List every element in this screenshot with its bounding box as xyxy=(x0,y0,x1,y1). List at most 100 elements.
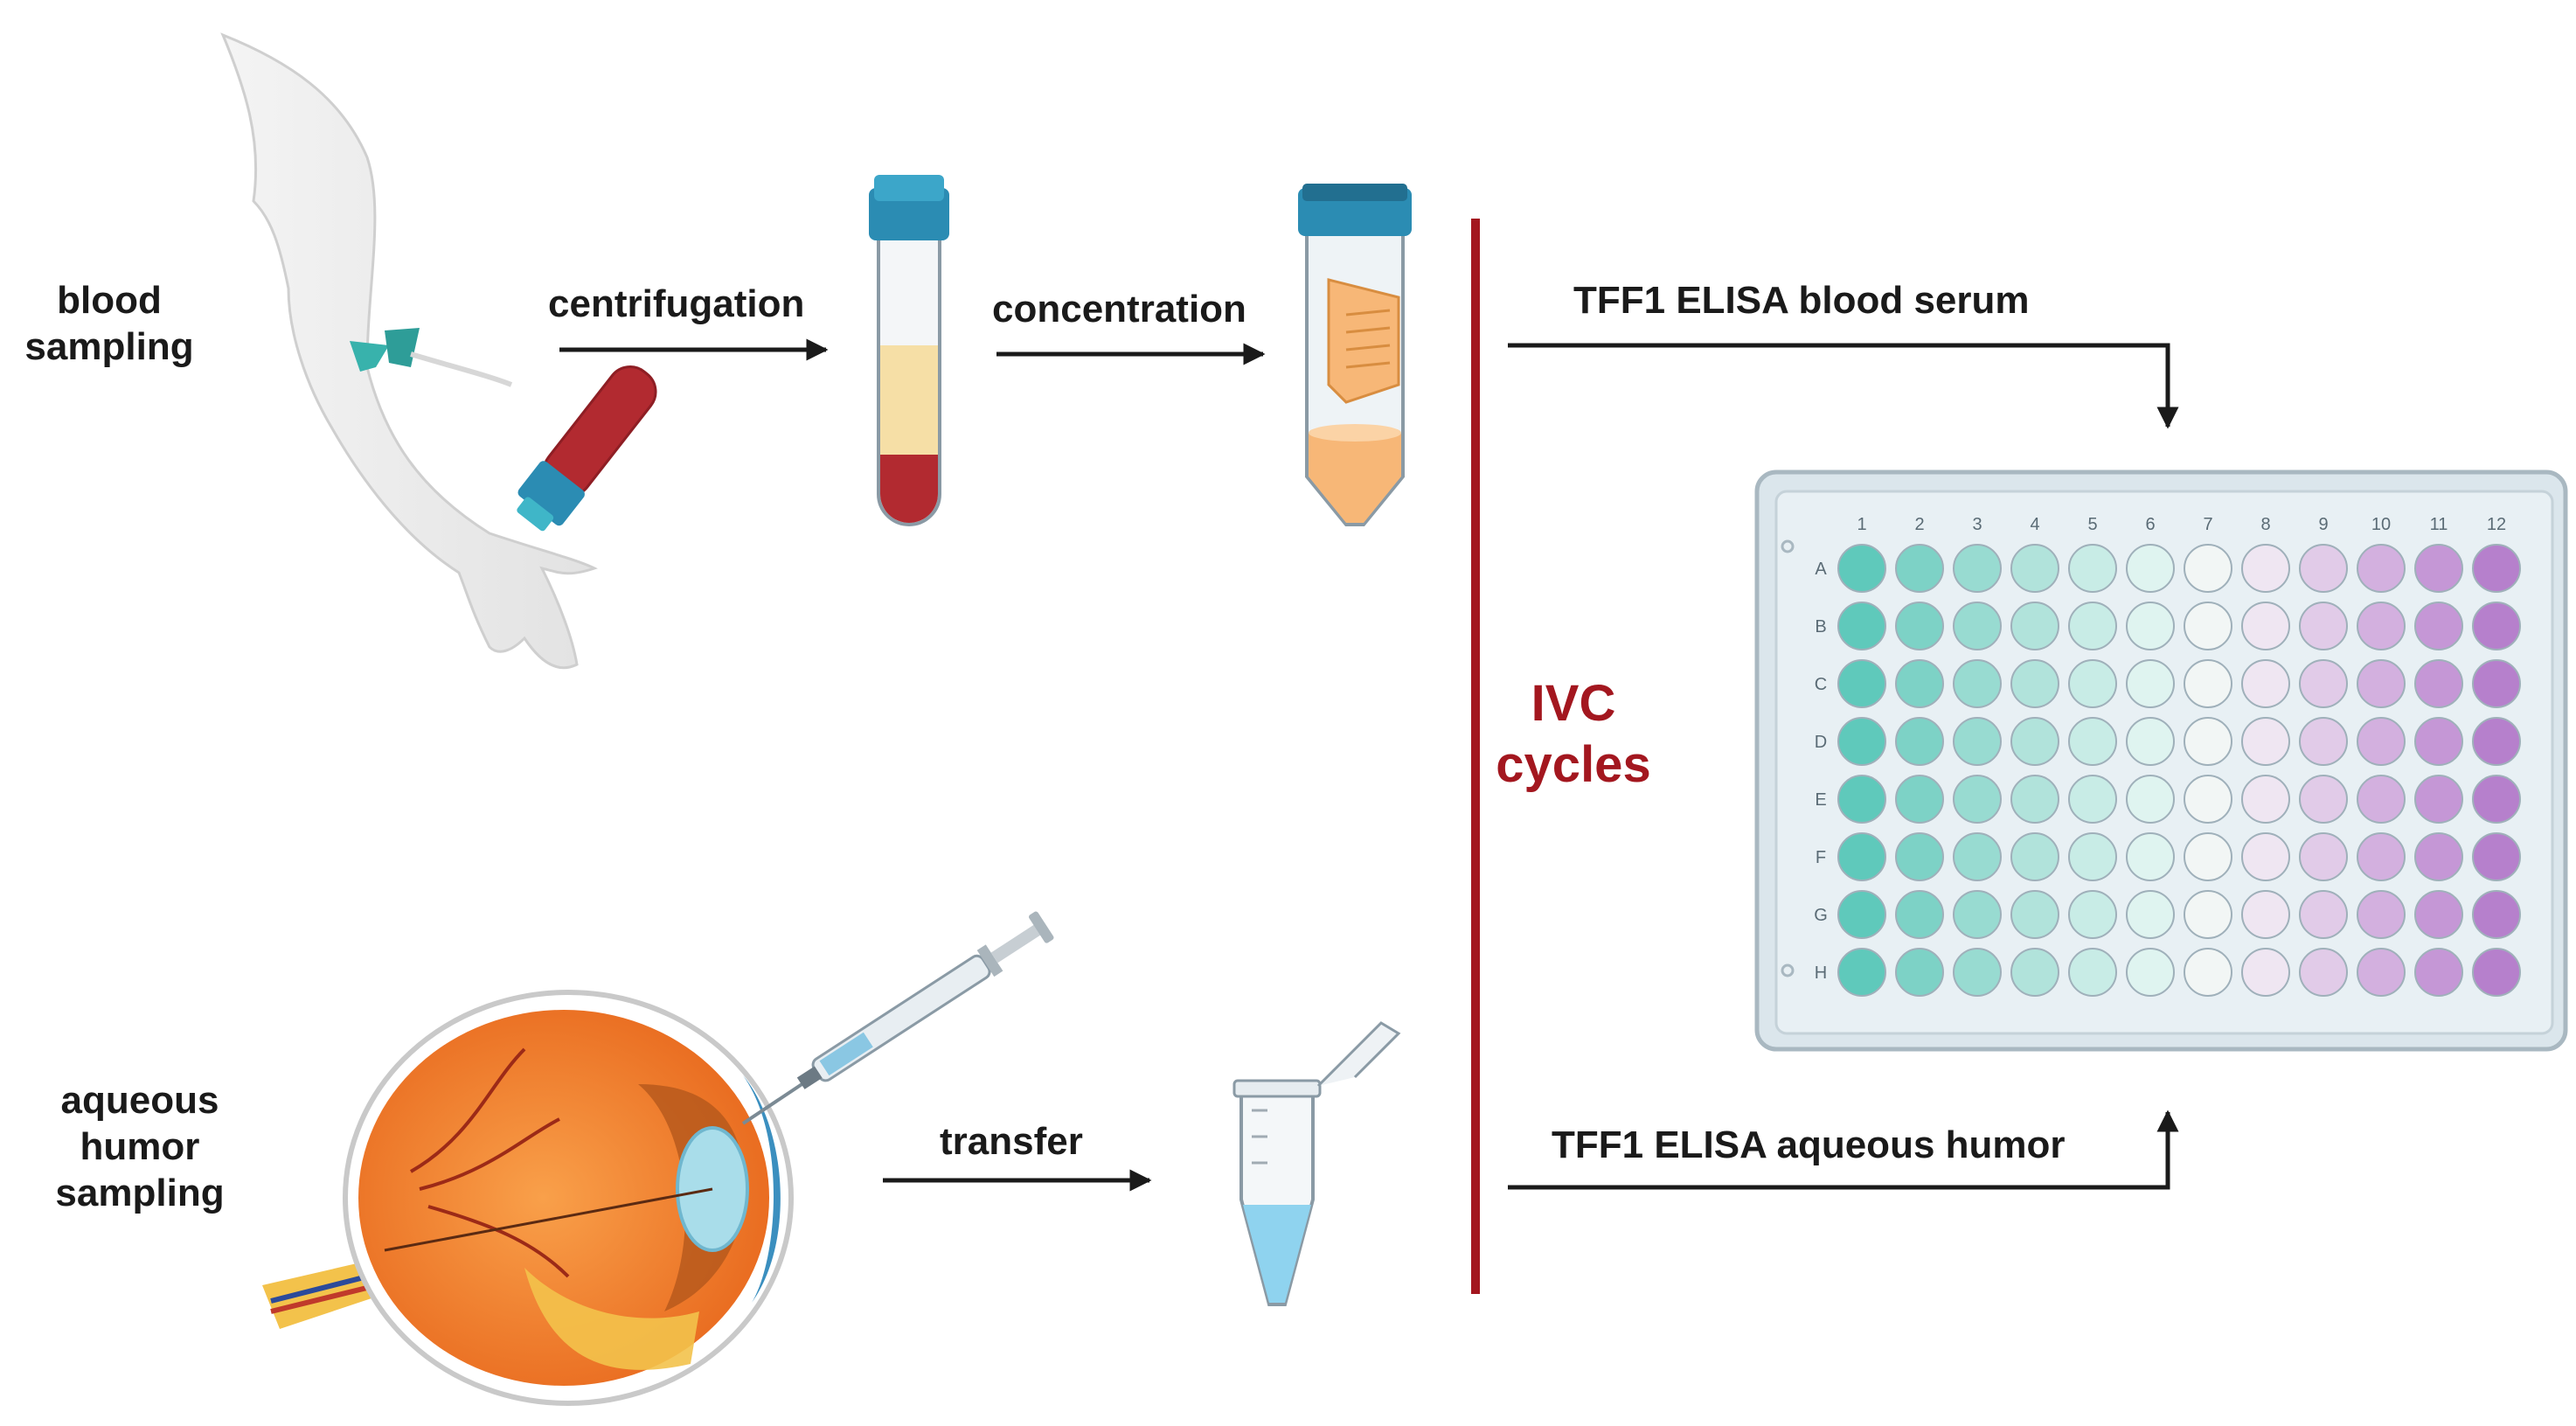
plate-well xyxy=(1953,890,2002,939)
eye-icon xyxy=(262,990,794,1406)
plate-well xyxy=(1895,832,1944,881)
plate-well xyxy=(2299,659,2348,708)
plate-well xyxy=(2472,948,2521,997)
plate-well xyxy=(2126,659,2175,708)
plate-well xyxy=(2184,544,2232,593)
plate-well xyxy=(2472,717,2521,766)
plate-well xyxy=(2414,890,2463,939)
plate-well xyxy=(2414,832,2463,881)
plate-well xyxy=(2299,890,2348,939)
plate-well xyxy=(1837,832,1886,881)
row-label: E xyxy=(1815,790,1826,810)
plate-well xyxy=(2241,948,2290,997)
plate-well xyxy=(2357,717,2406,766)
label-ivc-cycles: IVC cycles xyxy=(1477,673,1670,795)
plate-well xyxy=(2357,775,2406,824)
plate-well xyxy=(1837,659,1886,708)
column-label: 4 xyxy=(2030,515,2039,534)
plate-well xyxy=(2184,602,2232,650)
plate-well xyxy=(2357,659,2406,708)
arrow-elisa-aqueous xyxy=(1508,1109,2179,1190)
plate-well xyxy=(2068,717,2117,766)
plate-well xyxy=(2414,659,2463,708)
plate-well xyxy=(2472,832,2521,881)
row-label: H xyxy=(1815,963,1827,983)
plate-well xyxy=(2241,602,2290,650)
plate-well xyxy=(1953,832,2002,881)
plate-well xyxy=(2299,948,2348,997)
plate-well xyxy=(1837,890,1886,939)
plate-well xyxy=(2184,717,2232,766)
plate-well xyxy=(2241,775,2290,824)
plate-well xyxy=(2472,544,2521,593)
plate-well xyxy=(2184,659,2232,708)
plate-well xyxy=(2010,602,2059,650)
plate-well xyxy=(2184,948,2232,997)
plate-well xyxy=(2010,832,2059,881)
column-label: 8 xyxy=(2260,515,2270,534)
plate-well xyxy=(1895,544,1944,593)
label-ivc-line1: IVC xyxy=(1531,675,1616,732)
column-label: 2 xyxy=(1914,515,1924,534)
plate-well xyxy=(1895,602,1944,650)
plate-well xyxy=(2126,832,2175,881)
plate-well xyxy=(2357,602,2406,650)
row-label: F xyxy=(1816,848,1826,867)
plate-well xyxy=(2357,948,2406,997)
falcon-tube-icon xyxy=(1298,184,1412,526)
column-label: 3 xyxy=(1972,515,1982,534)
row-label: G xyxy=(1814,906,1828,925)
plate-well xyxy=(2184,890,2232,939)
plate-well xyxy=(2126,775,2175,824)
plate-well xyxy=(2126,948,2175,997)
blood-tube-icon xyxy=(869,175,949,526)
label-aqueous-line3: sampling xyxy=(55,1171,225,1214)
plate-well xyxy=(2472,659,2521,708)
plate-well xyxy=(2414,602,2463,650)
plate-well xyxy=(2068,544,2117,593)
plate-well xyxy=(2068,659,2117,708)
label-centrifugation: centrifugation xyxy=(548,282,805,325)
plate-well xyxy=(1837,602,1886,650)
plate-well xyxy=(2126,602,2175,650)
plate-well xyxy=(2126,544,2175,593)
plate-well xyxy=(2010,948,2059,997)
plate-well xyxy=(1953,775,2002,824)
plate-well xyxy=(2357,544,2406,593)
plate-well xyxy=(1953,659,2002,708)
plate-well xyxy=(2241,717,2290,766)
label-blood-sampling-line2: sampling xyxy=(24,324,194,368)
column-label: 6 xyxy=(2145,515,2155,534)
label-elisa-aqueous: TFF1 ELISA aqueous humor xyxy=(1552,1123,2066,1166)
eppendorf-tube-icon xyxy=(1232,1021,1401,1306)
plate-well xyxy=(2299,602,2348,650)
plate-well xyxy=(2010,890,2059,939)
row-label: D xyxy=(1815,733,1827,752)
label-blood-sampling: blood sampling xyxy=(0,278,219,371)
label-concentration: concentration xyxy=(992,288,1246,330)
plate-well xyxy=(2010,659,2059,708)
column-label: 7 xyxy=(2203,515,2212,534)
row-label: B xyxy=(1815,617,1826,636)
label-aqueous-line1: aqueous xyxy=(60,1079,219,1122)
plate-well xyxy=(2241,659,2290,708)
row-label: C xyxy=(1815,675,1827,694)
plate-well xyxy=(2299,544,2348,593)
plate-well xyxy=(2414,544,2463,593)
arrow-elisa-serum xyxy=(1508,343,2179,429)
plate-well xyxy=(1953,602,2002,650)
label-aqueous-sampling: aqueous humor sampling xyxy=(26,1078,253,1216)
plate-well xyxy=(2068,775,2117,824)
plate-well xyxy=(1895,890,1944,939)
plate-well xyxy=(2068,890,2117,939)
plate-well xyxy=(2068,948,2117,997)
plate-well xyxy=(2357,832,2406,881)
row-label: A xyxy=(1815,560,1827,579)
plate-well xyxy=(2010,775,2059,824)
plate-well xyxy=(2299,717,2348,766)
column-label: 11 xyxy=(2430,515,2448,534)
plate-well xyxy=(1953,544,2002,593)
